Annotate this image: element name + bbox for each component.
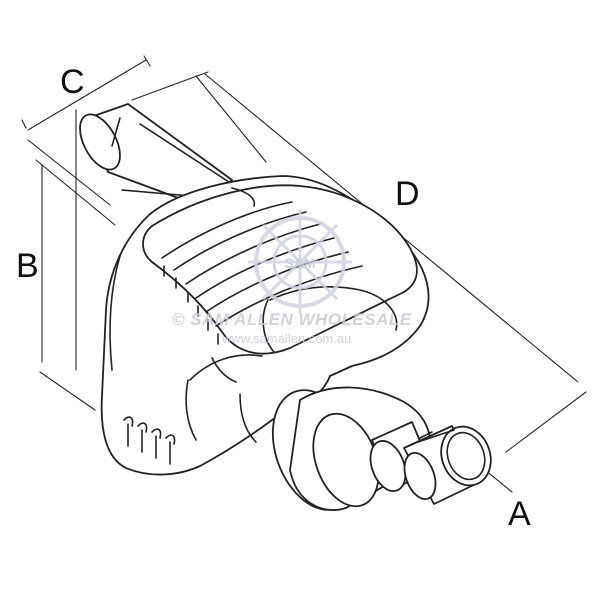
dimension-label-a: A [508,495,531,533]
watermark: SAM © SAM ALLEN WHOLESALE www.samallen.c… [172,210,412,346]
watermark-logo-text: SAM [284,255,315,271]
dimension-label-d: D [395,175,420,213]
watermark-line2: www.samallen.com.au [221,331,351,346]
watermark-line1: © SAM ALLEN WHOLESALE [172,310,412,329]
dimension-b: B [16,109,116,411]
dimension-a: A [484,469,531,533]
dimension-label-c: C [60,63,85,101]
dimension-c: C [21,55,209,131]
ship-wheel-icon: SAM [248,210,352,314]
water-lock-body [79,103,492,511]
bottom-ribs [123,416,176,465]
dimension-label-b: B [16,247,39,285]
